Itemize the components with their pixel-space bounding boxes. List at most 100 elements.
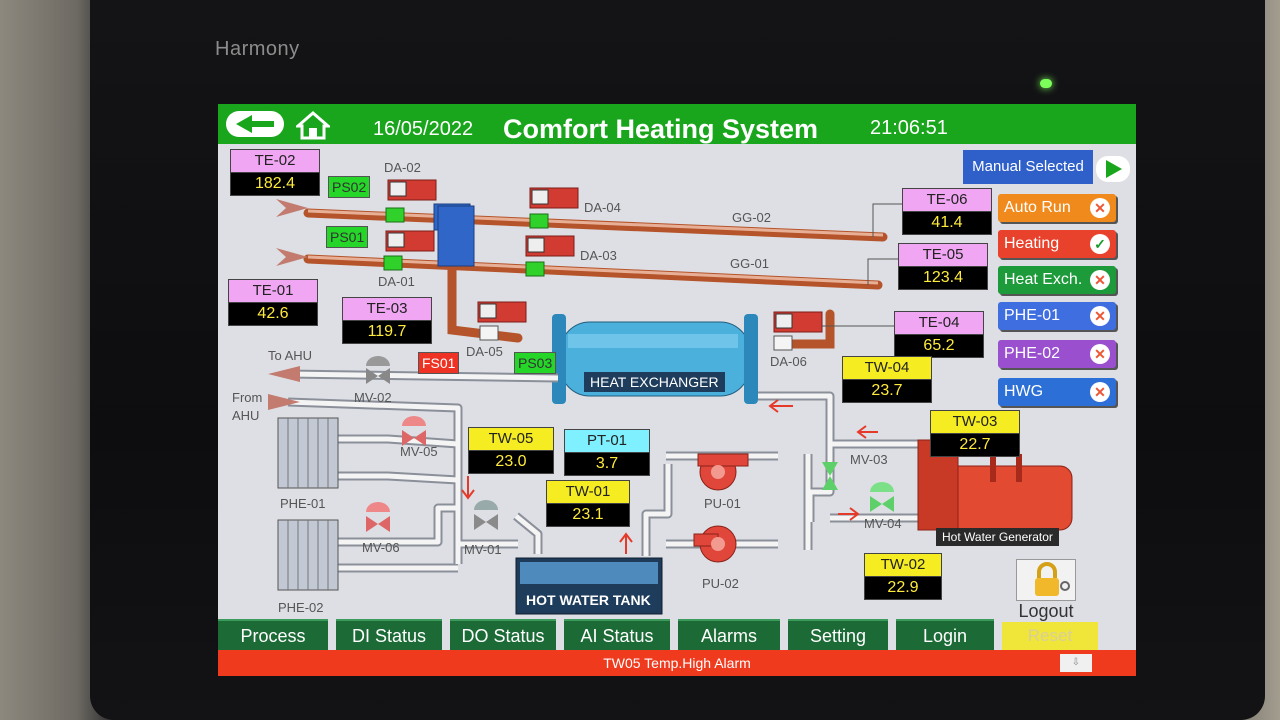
label-heat-exchanger: HEAT EXCHANGER: [584, 372, 725, 392]
label-hot-water-generator: Hot Water Generator: [936, 528, 1059, 546]
label-mv-06: MV-06: [362, 540, 400, 555]
mode-button-label: HWG: [1004, 383, 1044, 400]
label-gg-01: GG-01: [730, 256, 770, 271]
label-da-03: DA-03: [580, 248, 617, 263]
tag-name: TE-01: [228, 279, 318, 303]
label-mv-01: MV-01: [464, 542, 502, 557]
mode-button-label: PHE-01: [1004, 307, 1061, 324]
mode-button-label: Auto Run: [1004, 199, 1071, 216]
tag-value: 23.1: [546, 504, 630, 527]
tag-value: 119.7: [342, 321, 432, 344]
mode-button-phe-02[interactable]: PHE-02 ✕: [998, 340, 1116, 368]
hmi-screen: 16/05/2022 Comfort Heating System 21:06:…: [218, 104, 1136, 676]
nav-setting[interactable]: Setting: [788, 619, 888, 653]
tag-value: 22.7: [930, 434, 1020, 457]
label-hot-water-tank: HOT WATER TANK: [520, 590, 657, 610]
nav-ai-status[interactable]: AI Status: [564, 619, 670, 653]
back-arrow-icon: [236, 115, 274, 133]
switch-ps03: PS03: [514, 352, 557, 374]
home-button[interactable]: [296, 110, 330, 140]
tag-te-04[interactable]: TE-04 65.2: [894, 311, 984, 358]
tag-value: 22.9: [864, 577, 942, 600]
header-time: 21:06:51: [870, 117, 948, 139]
label-phe-01: PHE-01: [280, 496, 326, 511]
lock-icon: [1016, 559, 1076, 601]
switch-fs01: FS01: [418, 352, 460, 374]
switch-ps01: PS01: [326, 226, 369, 248]
tag-value: 182.4: [230, 173, 320, 196]
label-mv-03: MV-03: [850, 452, 888, 467]
tag-value: 41.4: [902, 212, 992, 235]
mode-button-label: Heating: [1004, 235, 1060, 252]
tag-value: 65.2: [894, 335, 984, 358]
header-date: 16/05/2022: [373, 118, 474, 140]
tag-name: TW-04: [842, 356, 932, 380]
nav-login[interactable]: Login: [896, 619, 994, 653]
tag-tw-03[interactable]: TW-03 22.7: [930, 410, 1020, 457]
tag-tw-05[interactable]: TW-05 23.0: [468, 427, 554, 474]
tag-te-02[interactable]: TE-02 182.4: [230, 149, 320, 196]
tag-te-05[interactable]: TE-05 123.4: [898, 243, 988, 290]
close-icon: ✕: [1090, 306, 1110, 326]
tag-tw-04[interactable]: TW-04 23.7: [842, 356, 932, 403]
tag-te-06[interactable]: TE-06 41.4: [902, 188, 992, 235]
tag-tw-02[interactable]: TW-02 22.9: [864, 553, 942, 600]
nav-di-status[interactable]: DI Status: [336, 619, 442, 653]
tag-name: TW-05: [468, 427, 554, 451]
process-diagram: [268, 179, 1073, 615]
mode-indicator: Manual Selected: [963, 150, 1093, 184]
label-da-06: DA-06: [770, 354, 807, 369]
nav-do-status[interactable]: DO Status: [450, 619, 556, 653]
tag-tw-01[interactable]: TW-01 23.1: [546, 480, 630, 527]
tag-name: TW-03: [930, 410, 1020, 434]
tag-value: 123.4: [898, 267, 988, 290]
close-icon: ✕: [1090, 270, 1110, 290]
reset-button[interactable]: Reset: [1002, 622, 1098, 650]
close-icon: ✕: [1090, 198, 1110, 218]
nav-process[interactable]: Process: [218, 619, 328, 653]
label-pu-01: PU-01: [704, 496, 741, 511]
label-ahu: AHU: [232, 408, 260, 423]
header-bar: [218, 104, 1136, 144]
mode-button-label: PHE-02: [1004, 345, 1061, 362]
mode-button-heat-exch[interactable]: Heat Exch. ✕: [998, 266, 1116, 294]
mode-button-label: Heat Exch.: [1004, 271, 1083, 288]
alarm-banner: TW05 Temp.High Alarm: [218, 650, 1136, 676]
tag-name: TW-02: [864, 553, 942, 577]
tag-name: TE-04: [894, 311, 984, 335]
alarm-scroll-button[interactable]: ⇩: [1060, 654, 1092, 672]
label-gg-02: GG-02: [732, 210, 772, 225]
logout-label: Logout: [1018, 601, 1074, 621]
chevron-right-icon: [1096, 156, 1130, 182]
tag-value: 3.7: [564, 453, 650, 476]
switch-ps02: PS02: [328, 176, 371, 198]
mode-button-hwg[interactable]: HWG ✕: [998, 378, 1116, 406]
label-mv-05: MV-05: [400, 444, 438, 459]
label-pu-02: PU-02: [702, 576, 739, 591]
tag-name: TW-01: [546, 480, 630, 504]
tag-value: 23.0: [468, 451, 554, 474]
power-led: [1040, 79, 1052, 88]
tag-name: TE-02: [230, 149, 320, 173]
label-da-05: DA-05: [466, 344, 503, 359]
logout-button[interactable]: Logout: [1008, 559, 1084, 622]
mode-button-heating[interactable]: Heating ✓: [998, 230, 1116, 258]
tag-pt-01[interactable]: PT-01 3.7: [564, 429, 650, 476]
chevron-down-icon: ⇩: [1071, 657, 1081, 668]
close-icon: ✕: [1090, 344, 1110, 364]
label-mv-02: MV-02: [354, 390, 392, 405]
label-to-ahu: To AHU: [268, 348, 313, 363]
tag-name: TE-05: [898, 243, 988, 267]
tag-name: PT-01: [564, 429, 650, 453]
mode-button-auto-run[interactable]: Auto Run ✕: [998, 194, 1116, 222]
tag-te-01[interactable]: TE-01 42.6: [228, 279, 318, 326]
back-button[interactable]: [226, 111, 284, 137]
page-title: Comfort Heating System: [503, 114, 819, 144]
mode-next-button[interactable]: [1096, 156, 1130, 182]
tag-te-03[interactable]: TE-03 119.7: [342, 297, 432, 344]
label-from: From: [232, 390, 263, 405]
nav-alarms[interactable]: Alarms: [678, 619, 780, 653]
mode-button-phe-01[interactable]: PHE-01 ✕: [998, 302, 1116, 330]
tag-name: TE-06: [902, 188, 992, 212]
label-da-04: DA-04: [584, 200, 621, 215]
